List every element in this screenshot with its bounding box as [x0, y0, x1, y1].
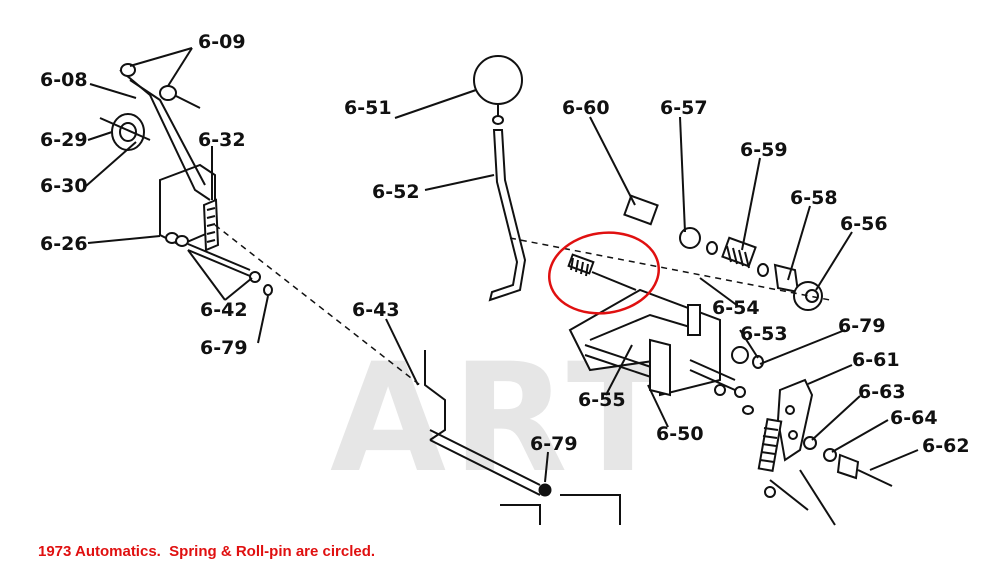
label-6-09: 6-09	[198, 31, 246, 53]
label-6-26: 6-26	[40, 233, 88, 255]
label-6-55: 6-55	[578, 389, 626, 411]
caption: 1973 Automatics. Spring & Roll-pin are c…	[38, 543, 376, 560]
label-6-52: 6-52	[372, 181, 420, 203]
label-6-62: 6-62	[922, 435, 970, 457]
label-6-42: 6-42	[200, 299, 248, 321]
label-6-32: 6-32	[198, 129, 246, 151]
label-6-51: 6-51	[344, 97, 392, 119]
label-6-64: 6-64	[890, 407, 938, 429]
label-6-30: 6-30	[40, 175, 88, 197]
label-6-59: 6-59	[740, 139, 788, 161]
rod-6-43	[424, 350, 621, 525]
label-6-58: 6-58	[790, 187, 838, 209]
highlight-spring-roll-pin	[548, 231, 660, 315]
label-6-63: 6-63	[858, 381, 906, 403]
label-6-43: 6-43	[352, 299, 400, 321]
label-6-54: 6-54	[712, 297, 760, 319]
label-6-53: 6-53	[740, 323, 788, 345]
spring-stack	[509, 194, 831, 311]
leader-lines	[85, 47, 919, 483]
lever-6-61	[757, 378, 893, 526]
shift-lever	[473, 55, 527, 302]
label-6-79-bottom: 6-79	[530, 433, 578, 455]
label-6-61: 6-61	[852, 349, 900, 371]
label-6-50: 6-50	[656, 423, 704, 445]
bracket-6-50	[568, 288, 764, 415]
label-6-29: 6-29	[40, 129, 88, 151]
label-6-56: 6-56	[840, 213, 888, 235]
label-6-08: 6-08	[40, 69, 88, 91]
highlight-circle	[548, 231, 660, 315]
label-6-79-right: 6-79	[838, 315, 886, 337]
label-6-60: 6-60	[562, 97, 610, 119]
part-labels: 6-09 6-08 6-29 6-32 6-30 6-26 6-42 6-79 …	[40, 31, 970, 457]
label-6-57: 6-57	[660, 97, 708, 119]
label-6-79-left: 6-79	[200, 337, 248, 359]
